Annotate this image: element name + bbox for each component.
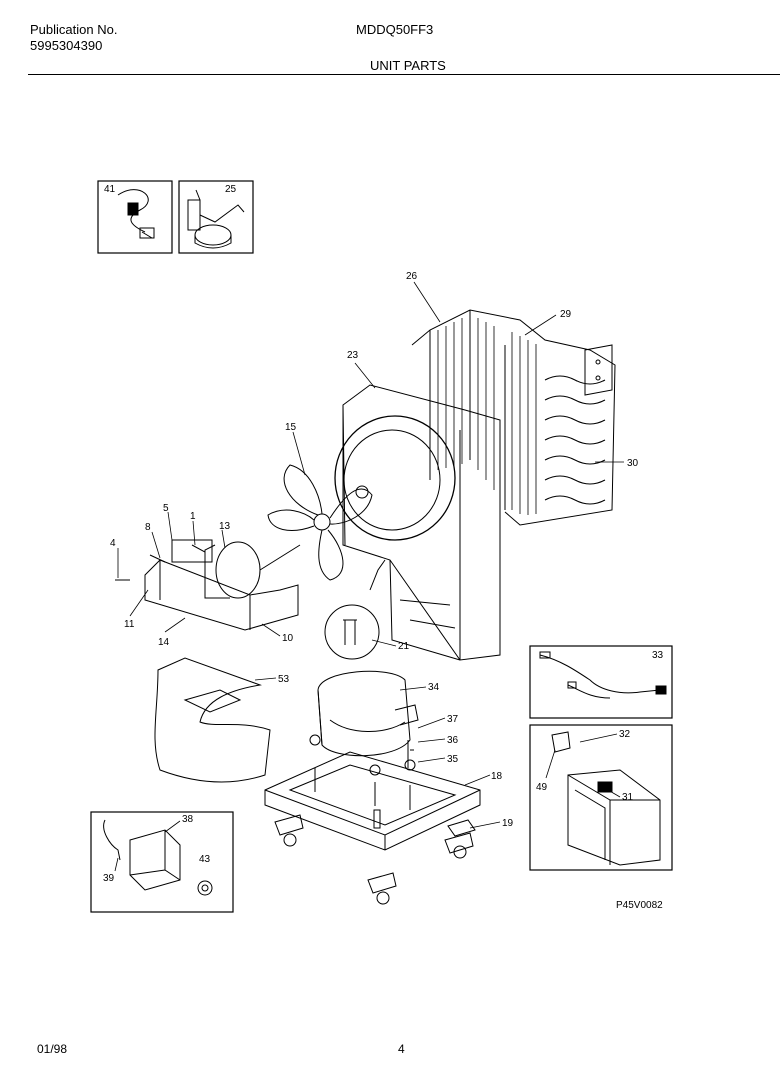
base-pan xyxy=(264,751,481,905)
callout-25: 25 xyxy=(225,184,237,195)
publication-label: Publication No. xyxy=(30,22,118,37)
callout-26: 26 xyxy=(406,271,418,282)
inset-power-cord xyxy=(97,180,173,254)
caster xyxy=(444,832,474,859)
callout-21: 21 xyxy=(398,641,410,652)
detail-circle-capacitor xyxy=(324,559,386,660)
callout-8: 8 xyxy=(145,522,151,533)
fan-motor-bracket xyxy=(115,539,301,631)
callout-39: 39 xyxy=(103,873,115,884)
side-panel xyxy=(154,657,271,783)
section-title: UNIT PARTS xyxy=(370,58,446,73)
callout-29: 29 xyxy=(560,309,572,320)
coil-assembly xyxy=(411,309,616,526)
callout-13: 13 xyxy=(219,521,231,532)
callout-36: 36 xyxy=(447,735,459,746)
drawing-code: P45V0082 xyxy=(616,900,663,911)
inset-float-switch xyxy=(178,180,254,254)
fan-blade xyxy=(267,464,373,581)
callout-31: 31 xyxy=(622,792,634,803)
callout-15: 15 xyxy=(285,422,297,433)
model-number: MDDQ50FF3 xyxy=(356,22,434,37)
callout-30: 30 xyxy=(627,458,639,469)
callout-19: 19 xyxy=(502,818,514,829)
callout-1: 1 xyxy=(190,511,196,522)
inset-wire-harness xyxy=(529,645,673,719)
callout-14: 14 xyxy=(158,637,170,648)
callout-32: 32 xyxy=(619,729,631,740)
header-rule xyxy=(28,74,780,75)
callout-labels: 41 25 26 29 23 30 15 5 8 1 13 4 11 14 10… xyxy=(103,184,664,911)
callout-5: 5 xyxy=(163,503,169,514)
publication-number: 5995304390 xyxy=(30,38,103,53)
footer-date: 01/98 xyxy=(37,1042,68,1056)
leader-lines xyxy=(114,281,624,872)
callout-4: 4 xyxy=(110,538,116,549)
callout-41: 41 xyxy=(104,184,116,195)
compressor xyxy=(309,670,419,776)
caster xyxy=(274,814,304,847)
callout-38: 38 xyxy=(182,814,194,825)
callout-53: 53 xyxy=(278,674,290,685)
callout-37: 37 xyxy=(447,714,459,725)
caster xyxy=(367,872,397,905)
callout-18: 18 xyxy=(491,771,503,782)
page-number: 4 xyxy=(398,1042,405,1056)
callout-35: 35 xyxy=(447,754,459,765)
callout-43: 43 xyxy=(199,854,211,865)
callout-23: 23 xyxy=(347,350,359,361)
callout-34: 34 xyxy=(428,682,440,693)
callout-49: 49 xyxy=(536,782,548,793)
callout-33: 33 xyxy=(652,650,664,661)
inset-bucket-assembly xyxy=(529,724,673,871)
callout-10: 10 xyxy=(282,633,294,644)
fan-shroud xyxy=(334,384,501,661)
inset-relay-overload xyxy=(90,811,234,913)
callout-11: 11 xyxy=(124,619,135,630)
